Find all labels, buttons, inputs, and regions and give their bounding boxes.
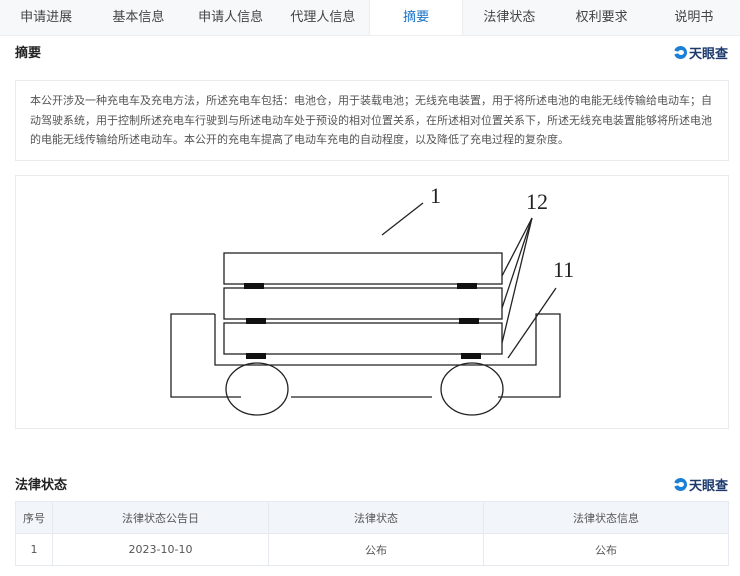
abstract-text-box: 本公开涉及一种充电车及充电方法，所述充电车包括：电池仓，用于装载电池；无线充电装… bbox=[15, 80, 729, 161]
tab-legal-status[interactable]: 法律状态 bbox=[483, 10, 536, 25]
logo-text: 天眼查 bbox=[688, 479, 728, 494]
legal-status-section-title: 法律状态 bbox=[15, 478, 68, 493]
cell-date: 2023-10-10 bbox=[52, 533, 269, 566]
tianyancha-logo: 天眼查 bbox=[673, 43, 728, 62]
tab-applicant-info[interactable]: 申请人信息 bbox=[198, 10, 264, 25]
tianyancha-logo-icon bbox=[673, 46, 687, 59]
tianyancha-logo-icon bbox=[673, 478, 687, 491]
tab-basic-info[interactable]: 基本信息 bbox=[112, 10, 165, 25]
label-battery: 12 bbox=[526, 189, 548, 214]
tab-bar: 申请进展 基本信息 申请人信息 代理人信息 摘要 法律状态 权利要求 说明书 bbox=[0, 0, 740, 36]
cell-status: 公布 bbox=[268, 533, 484, 566]
abstract-text: 本公开涉及一种充电车及充电方法，所述充电车包括：电池仓，用于装载电池；无线充电装… bbox=[30, 94, 712, 146]
tab-application-progress[interactable]: 申请进展 bbox=[20, 10, 73, 25]
column-header-index: 序号 bbox=[15, 501, 53, 534]
table-header-row: 序号 法律状态公告日 法律状态 法律状态信息 bbox=[15, 501, 729, 534]
tab-agent-info[interactable]: 代理人信息 bbox=[290, 10, 356, 25]
logo-text: 天眼查 bbox=[688, 47, 728, 62]
tab-claims[interactable]: 权利要求 bbox=[575, 10, 628, 25]
charging-vehicle-diagram: 1 12 11 bbox=[170, 183, 574, 416]
tianyancha-logo: 天眼查 bbox=[673, 475, 728, 494]
patent-drawing: 1 12 11 bbox=[15, 175, 729, 429]
legal-status-table: 序号 法律状态公告日 法律状态 法律状态信息 1 2023-10-10 公布 公… bbox=[15, 501, 729, 566]
tab-abstract[interactable]: 摘要 bbox=[369, 0, 464, 35]
cell-index: 1 bbox=[15, 533, 53, 566]
label-compartment: 11 bbox=[553, 257, 574, 282]
label-vehicle: 1 bbox=[430, 183, 441, 208]
tab-description[interactable]: 说明书 bbox=[674, 10, 714, 25]
cell-info: 公布 bbox=[483, 533, 729, 566]
column-header-status: 法律状态 bbox=[268, 501, 484, 534]
abstract-section-title: 摘要 bbox=[15, 46, 42, 61]
column-header-date: 法律状态公告日 bbox=[52, 501, 269, 534]
column-header-info: 法律状态信息 bbox=[483, 501, 729, 534]
table-row: 1 2023-10-10 公布 公布 bbox=[15, 533, 729, 566]
